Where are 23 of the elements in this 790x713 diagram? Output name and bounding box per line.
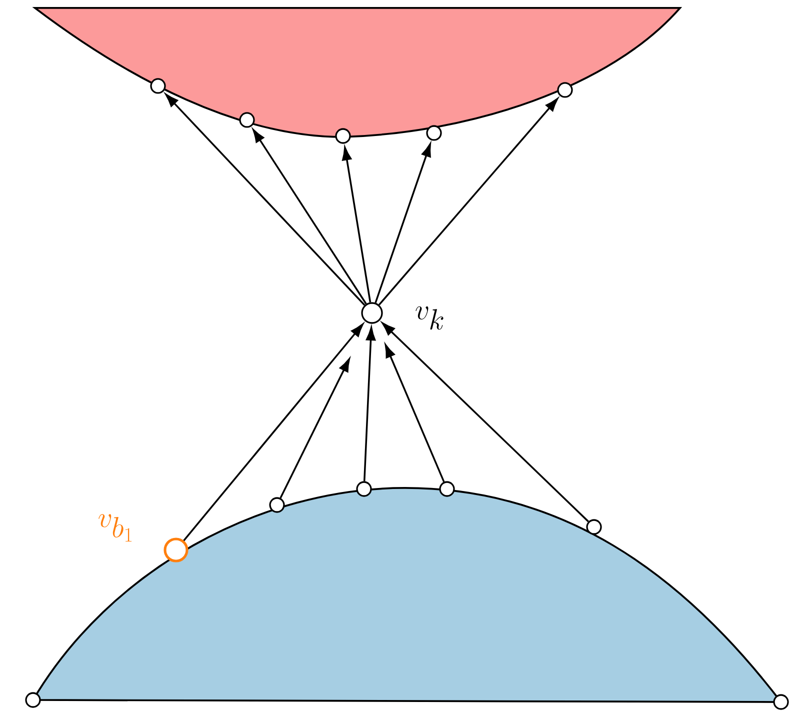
vertex-label: $v_{b_1}$ <box>98 514 132 542</box>
arrow <box>165 94 366 306</box>
vertex-circle <box>239 112 255 128</box>
arrow <box>363 327 376 482</box>
vertex-circle <box>439 481 455 497</box>
vertex-circle <box>335 128 351 144</box>
arrow <box>280 358 350 498</box>
arrow <box>342 146 372 302</box>
arrow <box>183 324 364 542</box>
arrow <box>382 322 589 522</box>
vertex-circle <box>586 519 602 535</box>
vertex-label: $v_k$ <box>416 306 444 330</box>
vertex-circle <box>361 302 383 324</box>
arrow <box>384 344 445 482</box>
vertex-circle <box>25 692 41 708</box>
arrow <box>252 129 367 304</box>
vertex-circle <box>150 78 166 94</box>
vertex-circle <box>773 694 789 710</box>
vertex-circle <box>356 481 372 497</box>
vertex-circle <box>426 125 442 141</box>
vertex-circle <box>164 538 188 562</box>
vertex-circle <box>269 497 285 513</box>
vertex-circle <box>557 82 573 98</box>
